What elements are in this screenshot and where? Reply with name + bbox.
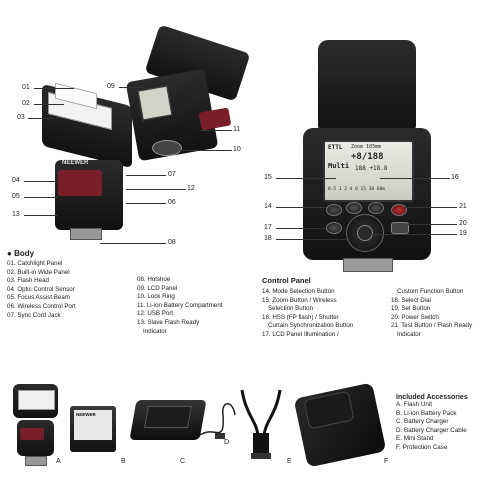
body-title: Body bbox=[14, 249, 35, 258]
illumination-button[interactable] bbox=[326, 222, 342, 234]
callout-20: 20 bbox=[459, 220, 467, 227]
lcd-mid: 188 +18.8 bbox=[355, 165, 388, 172]
callout-19: 19 bbox=[459, 230, 467, 237]
control-item: 19. Set Button bbox=[391, 305, 431, 313]
callout-07: 07 bbox=[168, 171, 176, 178]
lcd-mode: ETTL bbox=[328, 144, 343, 151]
accessory-cable bbox=[199, 403, 236, 439]
callout-10: 10 bbox=[233, 146, 241, 153]
callout-06: 06 bbox=[168, 199, 176, 206]
callout-02: 02 bbox=[22, 100, 30, 107]
body-item: 01. Catchlight Panel bbox=[7, 260, 63, 267]
callout-17: 17 bbox=[264, 224, 272, 231]
callout-03: 03 bbox=[17, 114, 25, 121]
body-item: 05. Focus Assist Beam bbox=[7, 294, 70, 302]
callout-08: 08 bbox=[168, 239, 176, 246]
control-item: 21. Test Button / Flash Ready bbox=[391, 322, 473, 330]
body-item: 13. Slave Flash Ready bbox=[137, 318, 200, 326]
accessories-list: Included Accessories A. Flash Unit B. Li… bbox=[396, 394, 468, 453]
callout-13: 13 bbox=[12, 211, 20, 218]
body-col2: 08. Hotshoe 09. LCD Panel 10. Lock Ring … bbox=[137, 276, 223, 336]
control-item: Selection Button bbox=[268, 305, 314, 313]
control-item: 16. HSS (FP flash) / Shutter bbox=[262, 313, 339, 321]
accessories-title: Included Accessories bbox=[396, 394, 468, 401]
accessory-item: B. Li-ion Battery Pack bbox=[396, 409, 457, 417]
control-item: 18. Select Dial bbox=[391, 296, 431, 304]
body-item: 06. Wireless Control Port bbox=[7, 302, 76, 310]
control-item: Indicator bbox=[397, 330, 421, 338]
lcd-ratio: +8/188 bbox=[351, 152, 384, 162]
body-section: ● Body bbox=[7, 249, 35, 258]
accessory-letter-a: A bbox=[56, 458, 61, 465]
body-item: 02. Built-in Wide Panel bbox=[7, 268, 70, 276]
accessory-item: A. Flash Unit bbox=[396, 401, 433, 408]
hss-button[interactable] bbox=[368, 202, 384, 214]
callout-15: 15 bbox=[264, 174, 272, 181]
accessory-letter-c: C bbox=[180, 458, 186, 465]
control-col2: Custom Function Button 18. Select Dial 1… bbox=[391, 288, 472, 340]
battery-label: NEEWER bbox=[76, 412, 96, 417]
accessory-item: C. Battery Charger bbox=[396, 418, 449, 426]
accessory-letter-d: D bbox=[224, 439, 230, 446]
lcd-zoom: Zoom 105mm bbox=[351, 144, 382, 150]
callout-11: 11 bbox=[233, 126, 241, 133]
control-item: 14. Mode Selection Button bbox=[262, 288, 335, 295]
control-col1: 14. Mode Selection Button 15. Zoom Butto… bbox=[262, 288, 353, 340]
neewer-label: NEEWER bbox=[62, 160, 89, 166]
control-item: 15. Zoom Button / Wireless bbox=[262, 296, 337, 304]
callout-14: 14 bbox=[264, 203, 272, 210]
callout-16: 16 bbox=[451, 174, 459, 181]
control-item: Curtain Synchronization Button bbox=[268, 322, 354, 330]
body-item: 07. Sync Cord Jack bbox=[7, 311, 61, 319]
body-item: 11. Li-ion Battery Compartment bbox=[137, 301, 223, 309]
lcd-multi: Multi bbox=[328, 162, 350, 170]
control-item: 20. Power Switch bbox=[391, 313, 439, 321]
zoom-button[interactable] bbox=[346, 202, 362, 214]
control-item: Custom Function Button bbox=[397, 288, 464, 295]
callout-01: 01 bbox=[22, 84, 30, 91]
mode-button[interactable] bbox=[326, 204, 342, 216]
power-switch[interactable] bbox=[391, 222, 409, 234]
body-item: 04. Optic Control Sensor bbox=[7, 285, 75, 293]
body-item: 10. Lock Ring bbox=[137, 293, 175, 301]
body-col1: 01. Catchlight Panel 02. Built-in Wide P… bbox=[7, 260, 76, 320]
body-item: Indicator bbox=[143, 327, 167, 335]
body-item: 03. Flash Head bbox=[7, 277, 49, 285]
callout-09: 09 bbox=[107, 83, 115, 90]
lcd-scale: 0.5 1 2 4 8 15 30 60m bbox=[328, 187, 385, 192]
accessory-mini-stand bbox=[240, 389, 282, 459]
accessory-item: E. Mini Stand bbox=[396, 435, 434, 443]
lcd-panel: ETTL Zoom 105mm +8/188 Multi 188 +18.8 0… bbox=[323, 140, 414, 202]
control-title: Control Panel bbox=[262, 276, 311, 285]
callout-05: 05 bbox=[12, 193, 20, 200]
callout-04: 04 bbox=[12, 177, 20, 184]
body-item: 09. LCD Panel bbox=[137, 284, 178, 292]
accessory-letter-e: E bbox=[287, 458, 292, 465]
control-item: 17. LCD Panel Illumination / bbox=[262, 330, 339, 338]
body-item: 08. Hotshoe bbox=[137, 276, 171, 283]
body-item: 12. USB Port bbox=[137, 310, 174, 318]
callout-12: 12 bbox=[187, 185, 195, 192]
callout-18: 18 bbox=[264, 235, 272, 242]
test-button[interactable] bbox=[391, 204, 407, 216]
accessory-letter-f: F bbox=[384, 458, 389, 465]
accessory-item: D. Battery Charger Cable bbox=[396, 426, 467, 434]
set-button[interactable] bbox=[357, 225, 373, 241]
accessory-item: F. Protection Case bbox=[396, 443, 448, 451]
callout-21: 21 bbox=[459, 203, 467, 210]
accessory-letter-b: B bbox=[121, 458, 126, 465]
